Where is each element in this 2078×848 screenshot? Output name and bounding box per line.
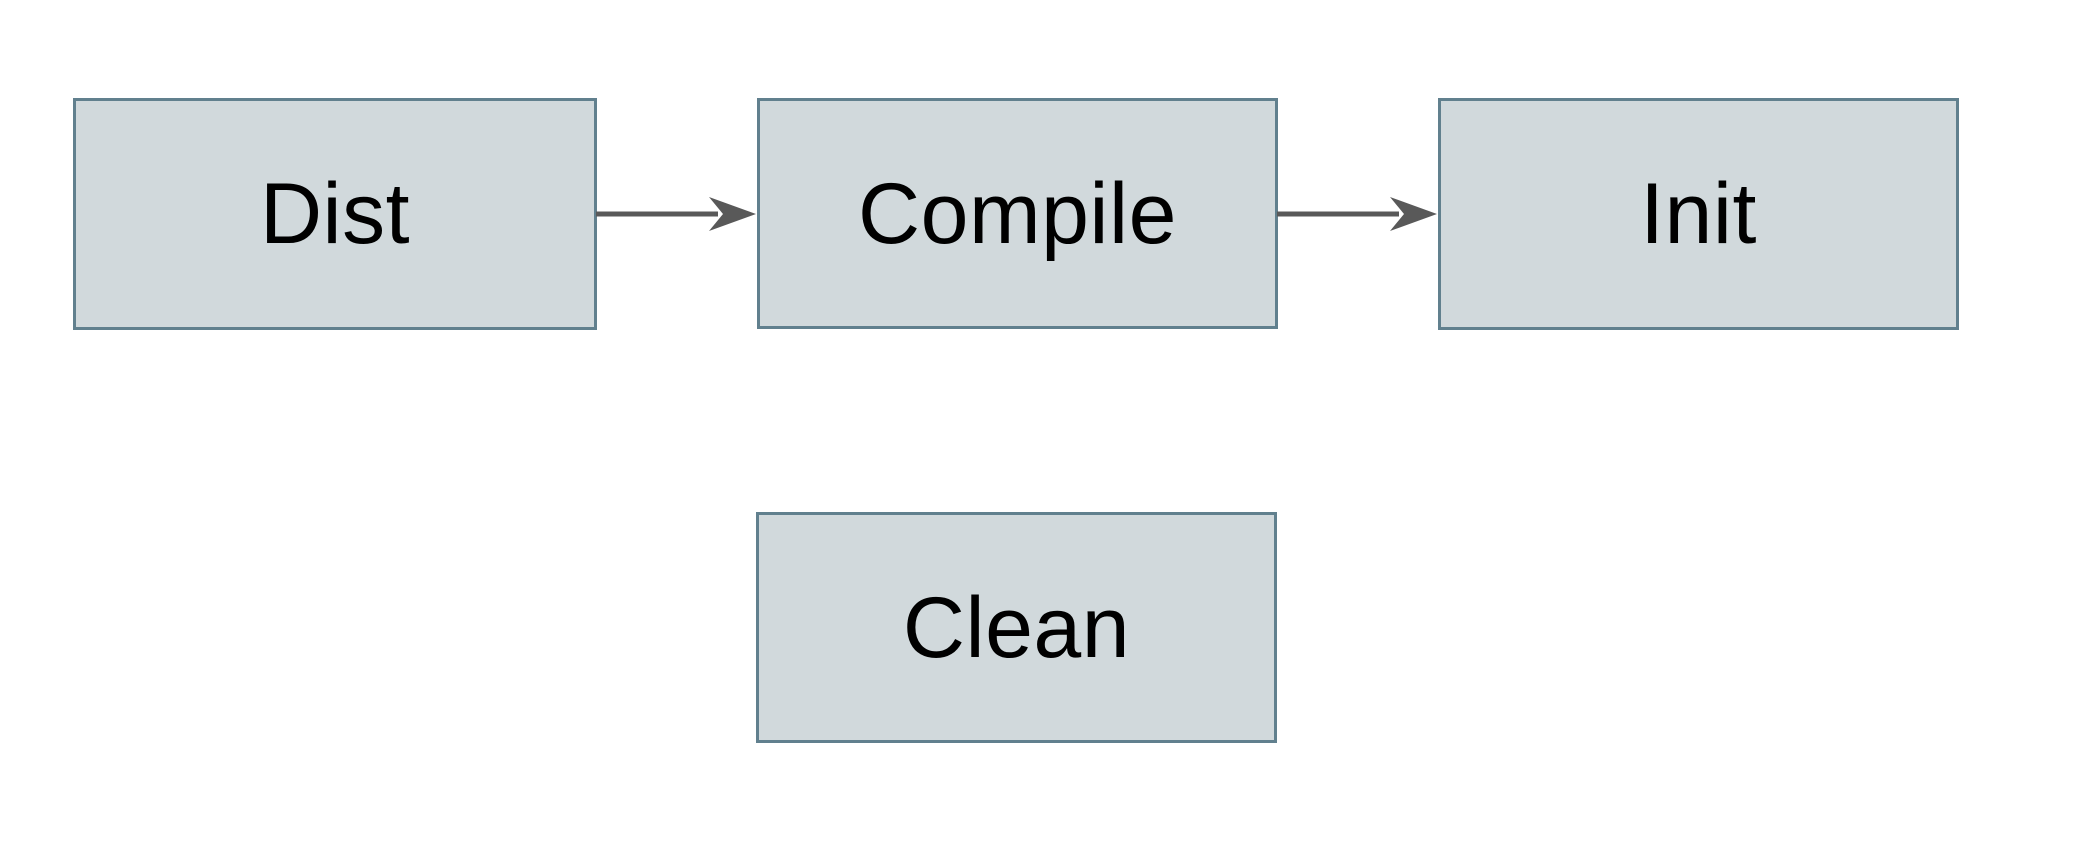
arrow-head (1390, 197, 1437, 231)
arrow-compile-to-init-icon[interactable] (1277, 190, 1438, 238)
node-compile-label: Compile (858, 165, 1177, 262)
arrow-head (709, 197, 756, 231)
node-dist[interactable]: Dist (73, 98, 597, 330)
node-compile[interactable]: Compile (757, 98, 1278, 329)
node-clean-label: Clean (902, 579, 1131, 676)
node-init-label: Init (1640, 166, 1757, 262)
arrow-dist-to-compile-icon[interactable] (596, 190, 757, 238)
node-clean[interactable]: Clean (756, 512, 1277, 743)
node-dist-label: Dist (259, 166, 411, 262)
node-init[interactable]: Init (1438, 98, 1959, 330)
